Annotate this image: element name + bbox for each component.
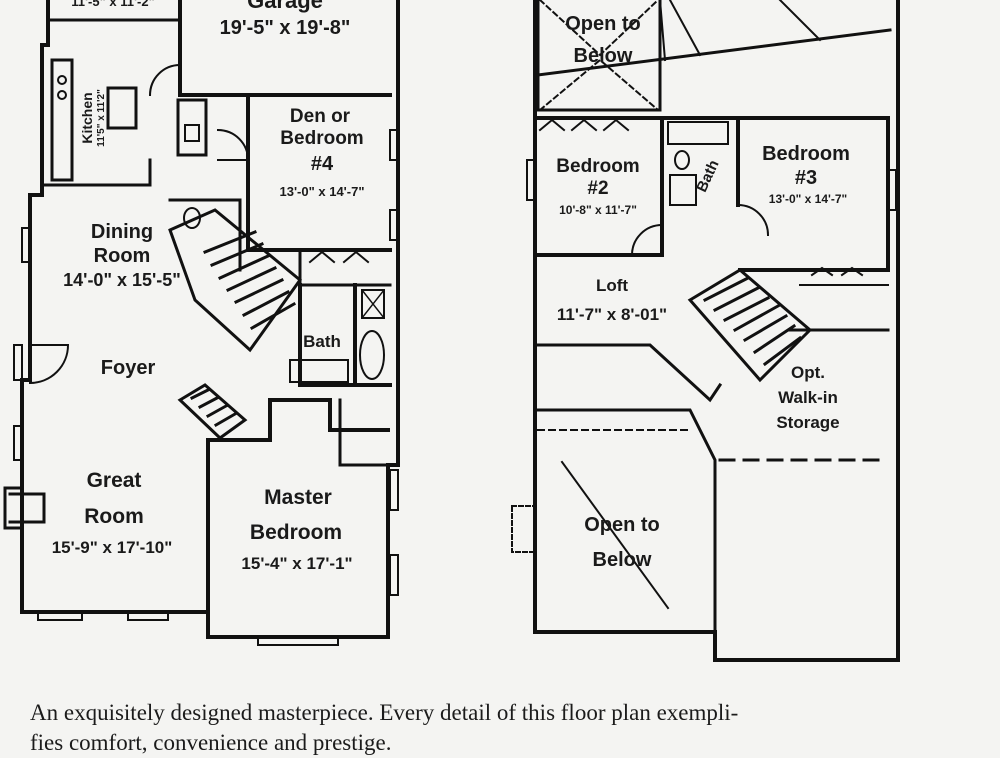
open-below-top-line1: Open to (565, 13, 641, 35)
caption-line-2: fies comfort, convenience and prestige. (30, 730, 392, 755)
stove-burner (57, 90, 67, 100)
kitchen-label: Kitchen (79, 92, 95, 143)
great-room-dims: 15'-9" x 17'-10" (52, 538, 173, 557)
storage-label-line3: Storage (776, 413, 839, 432)
bathtub (359, 330, 385, 380)
bedroom-2-wall (533, 116, 664, 257)
second-floor-plan (511, 0, 900, 662)
kitchen-island (106, 86, 138, 130)
master-label-line2: Bedroom (250, 521, 342, 544)
garage-door-swing (148, 63, 181, 97)
bedroom-2-closet (538, 118, 630, 132)
top-left-room-dims: 11'-5" x 11'-2" (71, 0, 155, 9)
den-label-line2: Bedroom (280, 128, 363, 149)
kitchen-dims: 11'5" x 11'2" (96, 89, 107, 147)
upper-truss (658, 0, 822, 62)
loft-label: Loft (596, 276, 628, 295)
bedroom-3-dims: 13'-0" x 14'-7" (769, 192, 847, 206)
first-floor-outer-wall (20, 0, 400, 639)
shower-cross (360, 288, 386, 320)
open-below-bottom-line1: Open to (584, 514, 660, 536)
fireplace (3, 486, 46, 530)
dining-label-line2: Room (94, 245, 151, 267)
den-door-swing (216, 128, 250, 161)
upstairs-bath-label: Bath (693, 157, 722, 194)
dining-dims: 14'-0" x 15'-5" (63, 270, 181, 290)
den-dims: 13'-0" x 14'-7" (279, 184, 364, 199)
foyer-label: Foyer (101, 357, 156, 379)
foyer-stairs (177, 383, 248, 440)
open-to-below-top (536, 0, 662, 112)
den-closet (298, 248, 392, 287)
kitchen-wall (40, 158, 152, 187)
garage-dims: 19'-5" x 19'-8" (220, 17, 351, 39)
bedroom-2-label-line2: #2 (587, 178, 608, 199)
garage-wall (178, 0, 392, 97)
caption-line-1: An exquisitely designed masterpiece. Eve… (30, 700, 739, 725)
loft-dims: 11'-7" x 8'-01" (557, 305, 667, 324)
overlook-railing (536, 28, 892, 77)
bedroom-2-dims: 10'-8" x 11'-7" (559, 203, 637, 217)
bath-label: Bath (303, 332, 341, 351)
open-to-below-diagonal (560, 460, 670, 610)
bedroom-2-door-swing (630, 223, 664, 257)
main-stairs (168, 208, 303, 353)
bedroom-2-label-line1: Bedroom (556, 156, 639, 177)
storage-label-line1: Opt. (791, 363, 825, 382)
bedroom-3-closet (799, 266, 889, 286)
master-bedroom-wall (206, 398, 390, 614)
dining-label-line1: Dining (91, 221, 153, 243)
open-to-below-top-cross (538, 0, 660, 112)
open-to-below-bottom-wall (533, 408, 717, 634)
great-room-label-line1: Great (87, 469, 142, 492)
main-bath-wall (298, 283, 392, 387)
stove-burner (57, 75, 67, 85)
open-below-top-line2: Below (574, 45, 633, 67)
first-floor-plan (3, 0, 400, 646)
bedroom-3-door-swing (736, 203, 770, 237)
open-below-bottom-line2: Below (593, 549, 652, 571)
front-door-swing (28, 344, 70, 385)
master-label-line1: Master (264, 486, 332, 509)
den-closet-doors (308, 250, 370, 264)
bedroom-3-label-line1: Bedroom (762, 143, 850, 165)
first-floor-labels: 11'-5" x 11'-2" Garage 19'-5" x 19'-8" K… (52, 0, 365, 573)
storage-label-line2: Walk-in (778, 388, 838, 407)
hall-bath-wall (168, 198, 242, 272)
den-label-line3: #4 (311, 153, 334, 175)
powder-room (176, 98, 208, 157)
floor-plan-caption: An exquisitely designed masterpiece. Eve… (30, 698, 990, 758)
bath-vanity (289, 359, 349, 383)
second-floor-labels: Open to Below Bedroom #2 10'-8" x 11'-7"… (556, 13, 850, 571)
second-floor-windows (511, 159, 897, 553)
upstairs-tub (669, 174, 697, 206)
upstairs-toilet (674, 150, 690, 170)
powder-room-fixture (184, 124, 200, 142)
shower (361, 289, 385, 319)
great-room-label-line2: Room (84, 505, 144, 528)
loft-wall (533, 343, 723, 403)
first-floor-windows (13, 129, 399, 646)
master-dims: 15'-4" x 17'-1" (241, 554, 352, 573)
kitchen-counter (50, 58, 74, 182)
upstairs-bath-wall (660, 116, 740, 207)
upstairs-bath-vanity (667, 121, 729, 145)
master-closet (338, 398, 390, 467)
den-label-line1: Den or (290, 106, 351, 127)
bedroom-3-label-line2: #3 (795, 167, 817, 189)
garage-label: Garage (247, 0, 323, 13)
